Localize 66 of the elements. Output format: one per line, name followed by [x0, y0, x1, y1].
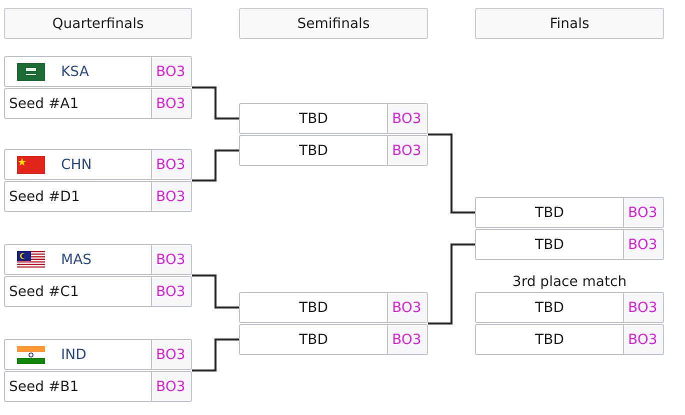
series-format: BO3 — [387, 104, 427, 133]
team-name: TBD — [299, 142, 328, 158]
team-name: TBD — [535, 332, 564, 348]
team-slot — [4, 276, 192, 307]
team-slot — [4, 56, 192, 87]
team-slot — [4, 149, 192, 180]
match-card — [475, 197, 664, 260]
bracket-line — [428, 134, 475, 214]
team-name: TBD — [535, 300, 564, 316]
match-card — [475, 274, 664, 355]
series-format: BO3 — [151, 57, 191, 86]
match-title: 3rd place match — [511, 274, 628, 290]
team-slot — [239, 324, 428, 355]
team-slot — [4, 339, 192, 370]
round-header: Finals — [475, 8, 664, 39]
series-format: BO3 — [623, 230, 663, 259]
team-slot — [4, 88, 192, 119]
series-format: BO3 — [151, 150, 191, 179]
series-format: BO3 — [623, 198, 663, 227]
team-name: MAS — [61, 252, 92, 268]
series-format: BO3 — [151, 245, 191, 274]
team-slot — [475, 292, 664, 323]
team-slot — [4, 371, 192, 402]
match-card — [239, 103, 428, 166]
team-slot — [239, 135, 428, 166]
series-format: BO3 — [151, 277, 191, 306]
round-header: Semifinals — [239, 8, 428, 39]
team-slot — [475, 324, 664, 355]
series-format: BO3 — [151, 182, 191, 211]
series-format: BO3 — [151, 89, 191, 118]
series-format: BO3 — [387, 136, 427, 165]
team-slot — [475, 197, 664, 228]
match-card — [4, 149, 192, 212]
bracket-line — [428, 244, 475, 324]
team-name: Seed #D1 — [9, 188, 80, 204]
series-format: BO3 — [151, 372, 191, 401]
series-format: BO3 — [387, 325, 427, 354]
series-format: BO3 — [623, 293, 663, 322]
team-name: Seed #C1 — [9, 284, 79, 300]
team-slot — [239, 292, 428, 323]
series-format: BO3 — [151, 340, 191, 369]
match-card — [4, 339, 192, 402]
team-slot — [4, 244, 192, 275]
team-name: TBD — [299, 300, 328, 316]
team-name: TBD — [535, 236, 564, 252]
match-card — [4, 244, 192, 307]
match-card — [4, 56, 192, 119]
bracket-line — [192, 86, 239, 120]
team-name: KSA — [61, 64, 89, 80]
team-slot — [4, 181, 192, 212]
team-slot — [475, 229, 664, 260]
team-name: CHN — [61, 156, 92, 172]
team-name: Seed #B1 — [9, 378, 79, 394]
series-format: BO3 — [623, 325, 663, 354]
bracket-line — [192, 150, 239, 182]
match-card — [239, 292, 428, 355]
team-name: TBD — [535, 204, 564, 220]
team-name: TBD — [299, 332, 328, 348]
bracket-line — [192, 274, 239, 308]
bracket-line — [192, 338, 239, 372]
team-name: TBD — [299, 110, 328, 126]
team-slot — [239, 103, 428, 134]
team-name: IND — [61, 346, 86, 362]
team-name: Seed #A1 — [9, 96, 79, 112]
series-format: BO3 — [387, 293, 427, 322]
round-header: Quarterfinals — [4, 8, 192, 39]
